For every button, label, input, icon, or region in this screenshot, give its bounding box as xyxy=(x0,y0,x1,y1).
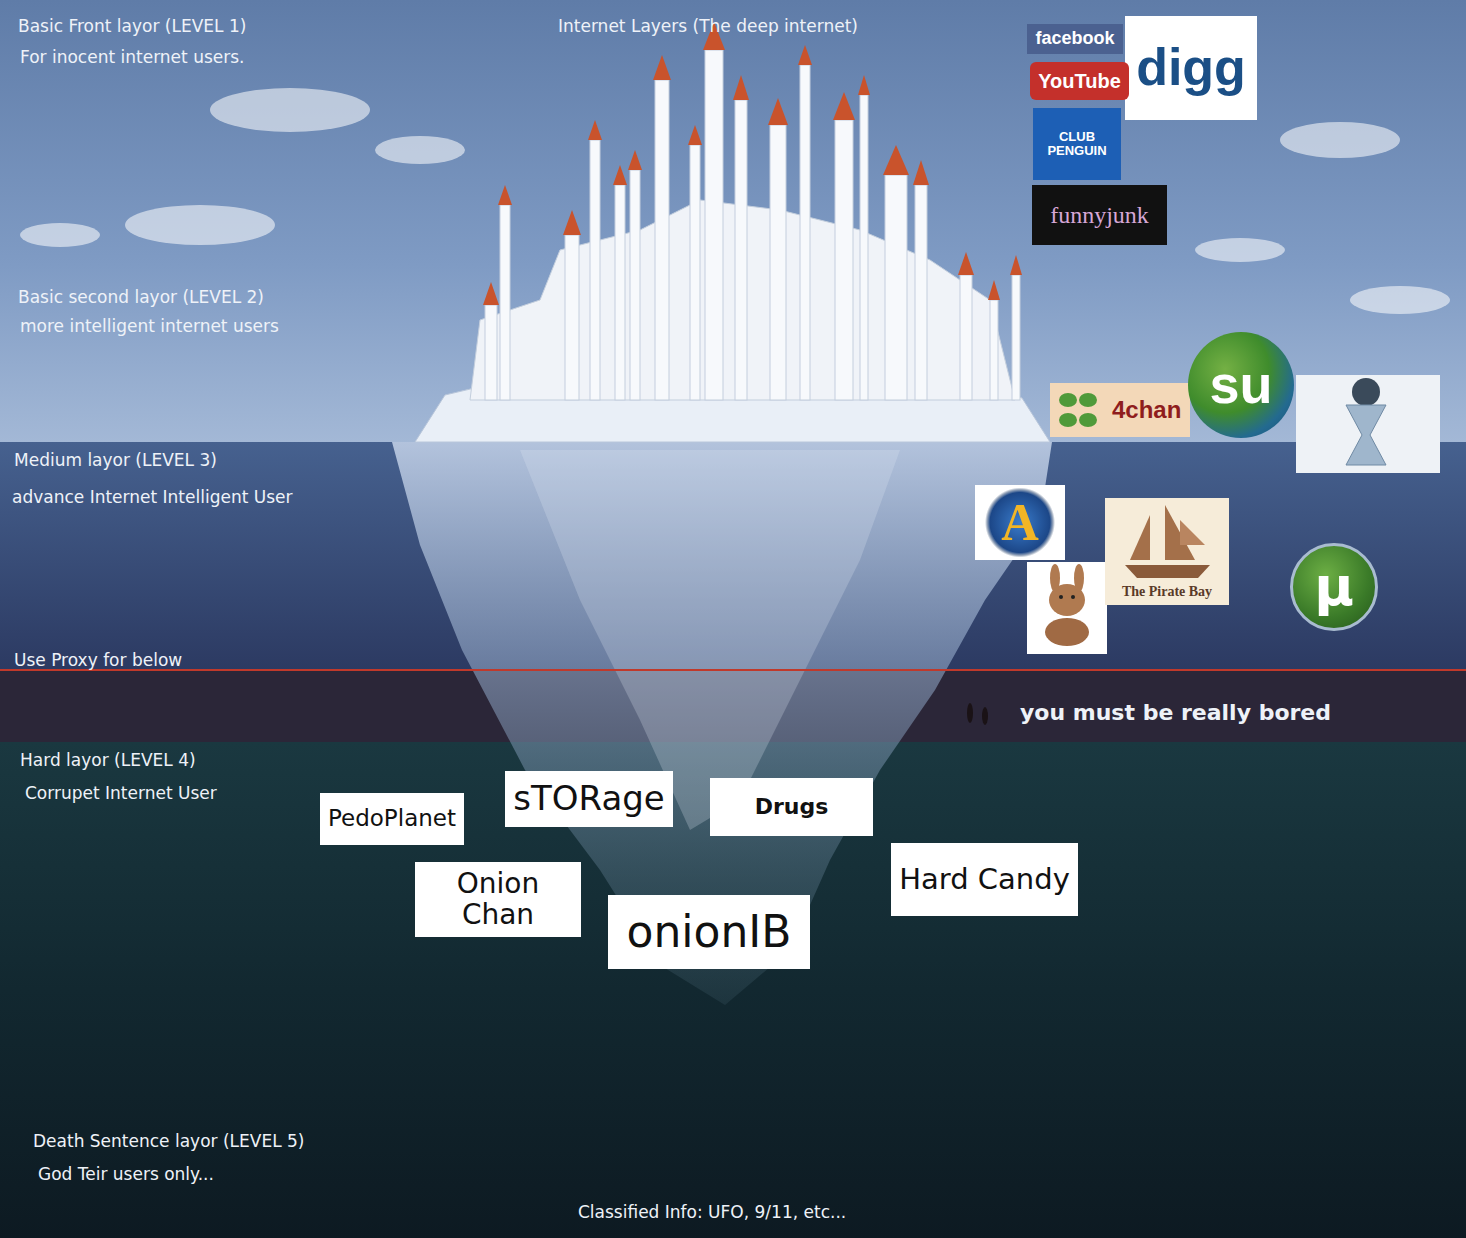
layer-label: Hard layor (LEVEL 4) xyxy=(20,750,196,770)
layer-label: For inocent internet users. xyxy=(20,47,244,67)
node-text: µ xyxy=(1314,557,1354,616)
club-penguin-logo: CLUB PENGUIN xyxy=(1033,108,1121,180)
layer-label: God Teir users only... xyxy=(38,1164,214,1184)
layer-label: you must be really bored xyxy=(1020,700,1331,726)
diver-figures xyxy=(967,703,988,725)
node-text: digg xyxy=(1136,39,1246,96)
ares-logo: A xyxy=(975,485,1065,560)
wikileaks-logo xyxy=(1296,375,1440,473)
castle xyxy=(415,22,1050,442)
fourchan-clover xyxy=(1050,383,1190,437)
layer-label: advance Internet Intelligent User xyxy=(12,487,293,507)
node-text: onionIB xyxy=(627,908,792,956)
site-box: Onion Chan xyxy=(415,862,581,937)
site-box: Drugs xyxy=(710,778,873,836)
funnyjunk-logo: funnyjunk xyxy=(1032,185,1167,245)
layer-label: Corrupet Internet User xyxy=(25,783,217,803)
pirate-bay-ship xyxy=(1105,498,1229,605)
layer-label: Basic Front layor (LEVEL 1) xyxy=(18,16,246,36)
node-text: Drugs xyxy=(755,795,829,819)
node-text: Hard Candy xyxy=(899,864,1070,896)
layer-label: Medium layor (LEVEL 3) xyxy=(14,450,217,470)
site-box: PedoPlanet xyxy=(320,793,464,845)
node-text: su xyxy=(1209,355,1272,414)
layer-label: Classified Info: UFO, 9/11, etc... xyxy=(578,1202,846,1222)
digg-logo: digg xyxy=(1125,16,1257,120)
stumbleupon-logo: su xyxy=(1188,332,1294,438)
node-text: 4chan xyxy=(1112,397,1181,423)
proxy-line xyxy=(0,669,1466,671)
sky-band xyxy=(0,0,1466,442)
node-text: A xyxy=(1001,494,1039,551)
fourchan-logo: 4chan xyxy=(1050,383,1198,437)
site-box: sTORage xyxy=(505,771,673,827)
node-text: Onion Chan xyxy=(438,869,558,931)
diagram-title: Internet Layers (The deep internet) xyxy=(558,16,858,36)
emule-donkey xyxy=(1027,562,1107,654)
site-box: Hard Candy xyxy=(891,843,1078,916)
youtube-logo: YouTube xyxy=(1030,62,1129,100)
node-text: YouTube xyxy=(1038,70,1121,92)
layer-label: more intelligent internet users xyxy=(20,316,279,336)
node-text: CLUB PENGUIN xyxy=(1041,130,1113,159)
facebook-logo: facebook xyxy=(1027,24,1123,54)
pirate-bay-logo: The Pirate Bay xyxy=(1105,498,1229,605)
iceberg-underwater xyxy=(392,442,1052,1005)
node-text: funnyjunk xyxy=(1050,202,1149,228)
utorrent-logo: µ xyxy=(1290,543,1378,631)
node-text: The Pirate Bay xyxy=(1122,584,1212,599)
site-box: onionIB xyxy=(608,895,810,969)
node-text: PedoPlanet xyxy=(328,806,456,831)
layer-label: Death Sentence layor (LEVEL 5) xyxy=(33,1131,304,1151)
layer-label: Use Proxy for below xyxy=(14,650,182,670)
node-text: facebook xyxy=(1035,29,1114,49)
node-text: sTORage xyxy=(513,780,664,817)
layer-label: Basic second layor (LEVEL 2) xyxy=(18,287,264,307)
